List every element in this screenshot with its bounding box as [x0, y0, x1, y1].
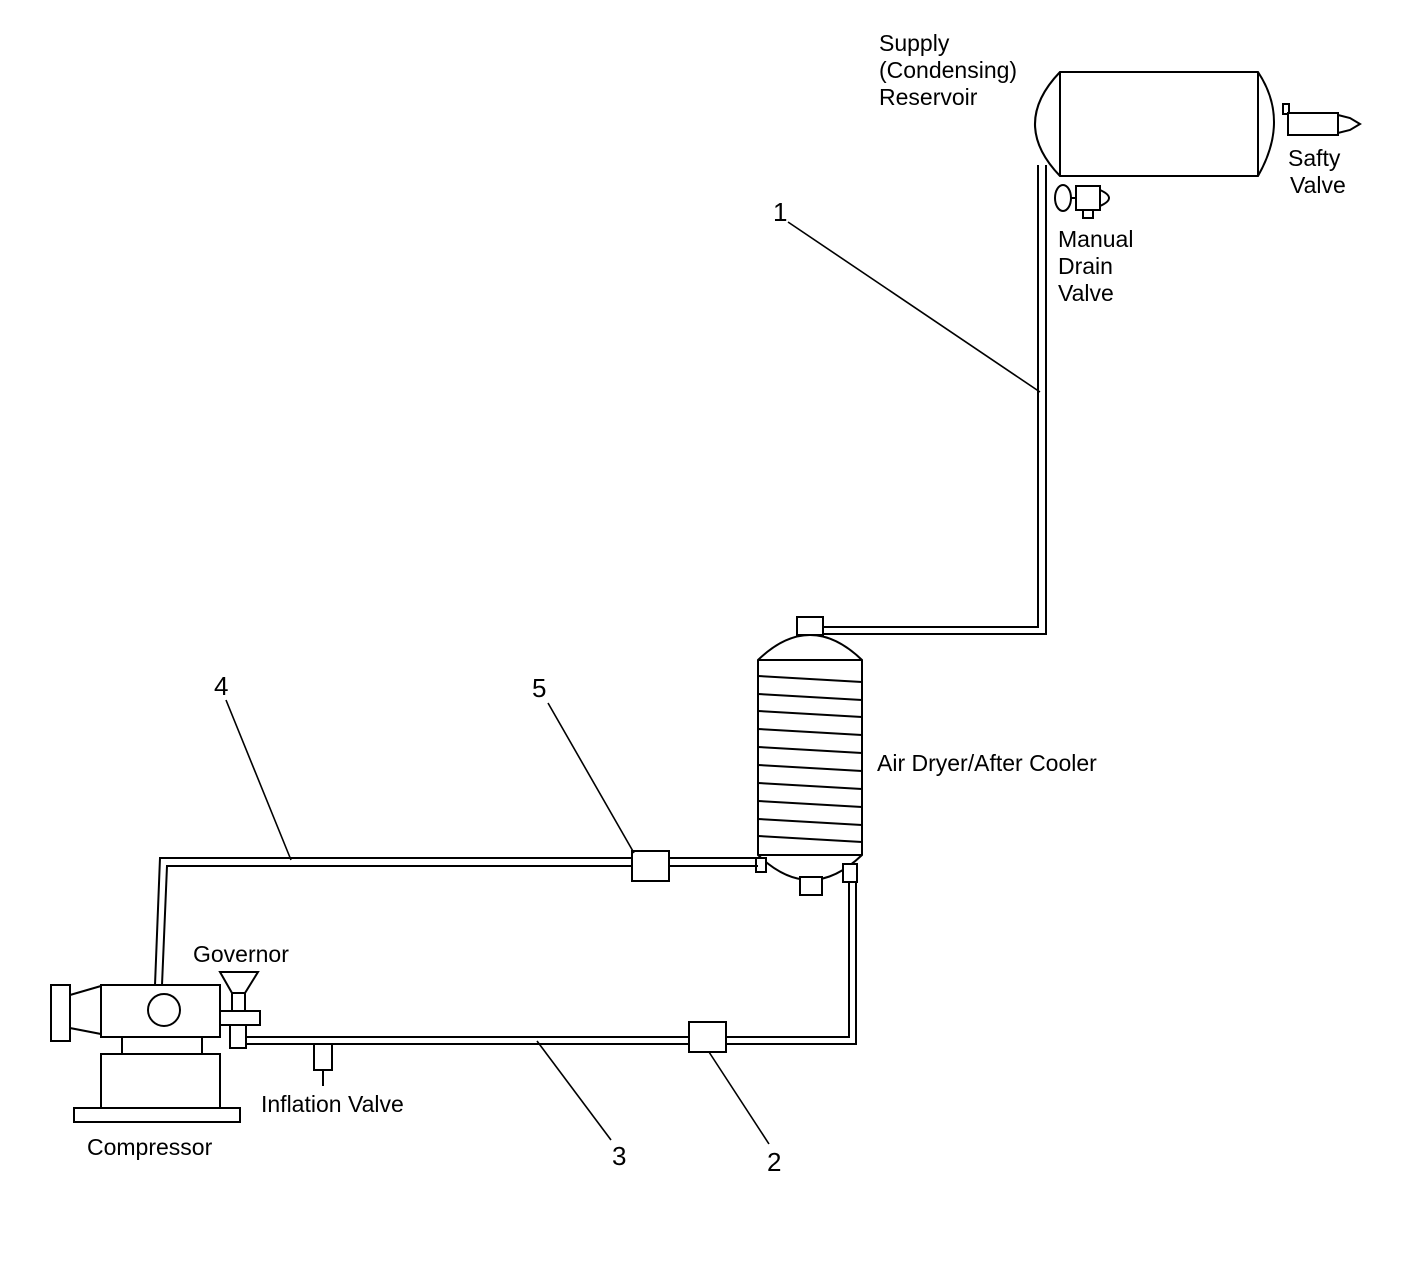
supply-reservoir-label-line1: Supply [879, 30, 950, 56]
callout-1: 1 [773, 197, 788, 227]
governor-label: Governor [193, 941, 289, 967]
callout-3: 3 [612, 1141, 627, 1171]
fitting-5 [631, 850, 670, 882]
inflation-valve [313, 1043, 333, 1086]
line-4 [154, 857, 758, 986]
air-dryer-label: Air Dryer/After Cooler [877, 750, 1097, 776]
line-3 [246, 882, 857, 1045]
governor [218, 971, 261, 1049]
manual-drain-valve-label: Manual Drain Valve [1058, 226, 1133, 307]
air-dryer [755, 616, 863, 896]
fitting-2 [688, 1021, 727, 1053]
inflation-valve-label: Inflation Valve [261, 1091, 404, 1117]
callout-5: 5 [532, 673, 547, 703]
callout-2: 2 [767, 1147, 782, 1177]
callout-leaders [225, 221, 1041, 1145]
callout-4: 4 [214, 671, 229, 701]
compressor [50, 984, 241, 1123]
safety-valve-label: Safty Valve [1288, 145, 1346, 199]
manual-drain-valve-label-line1: Manual [1058, 226, 1134, 252]
safety-valve-label-line1: Safty [1288, 145, 1341, 171]
manual-drain-valve-label-line3: Valve [1058, 280, 1114, 306]
safety-valve [1282, 103, 1362, 136]
manual-drain-valve [1054, 184, 1110, 219]
supply-reservoir [1034, 71, 1275, 177]
supply-reservoir-label-line3: Reservoir [879, 84, 978, 110]
manual-drain-valve-label-line2: Drain [1058, 253, 1113, 279]
safety-valve-label-line2: Valve [1290, 172, 1346, 198]
supply-reservoir-label: Supply (Condensing) Reservoir [879, 30, 1017, 111]
compressor-label: Compressor [87, 1134, 213, 1160]
supply-reservoir-label-line2: (Condensing) [879, 57, 1018, 83]
line-1 [823, 165, 1047, 635]
